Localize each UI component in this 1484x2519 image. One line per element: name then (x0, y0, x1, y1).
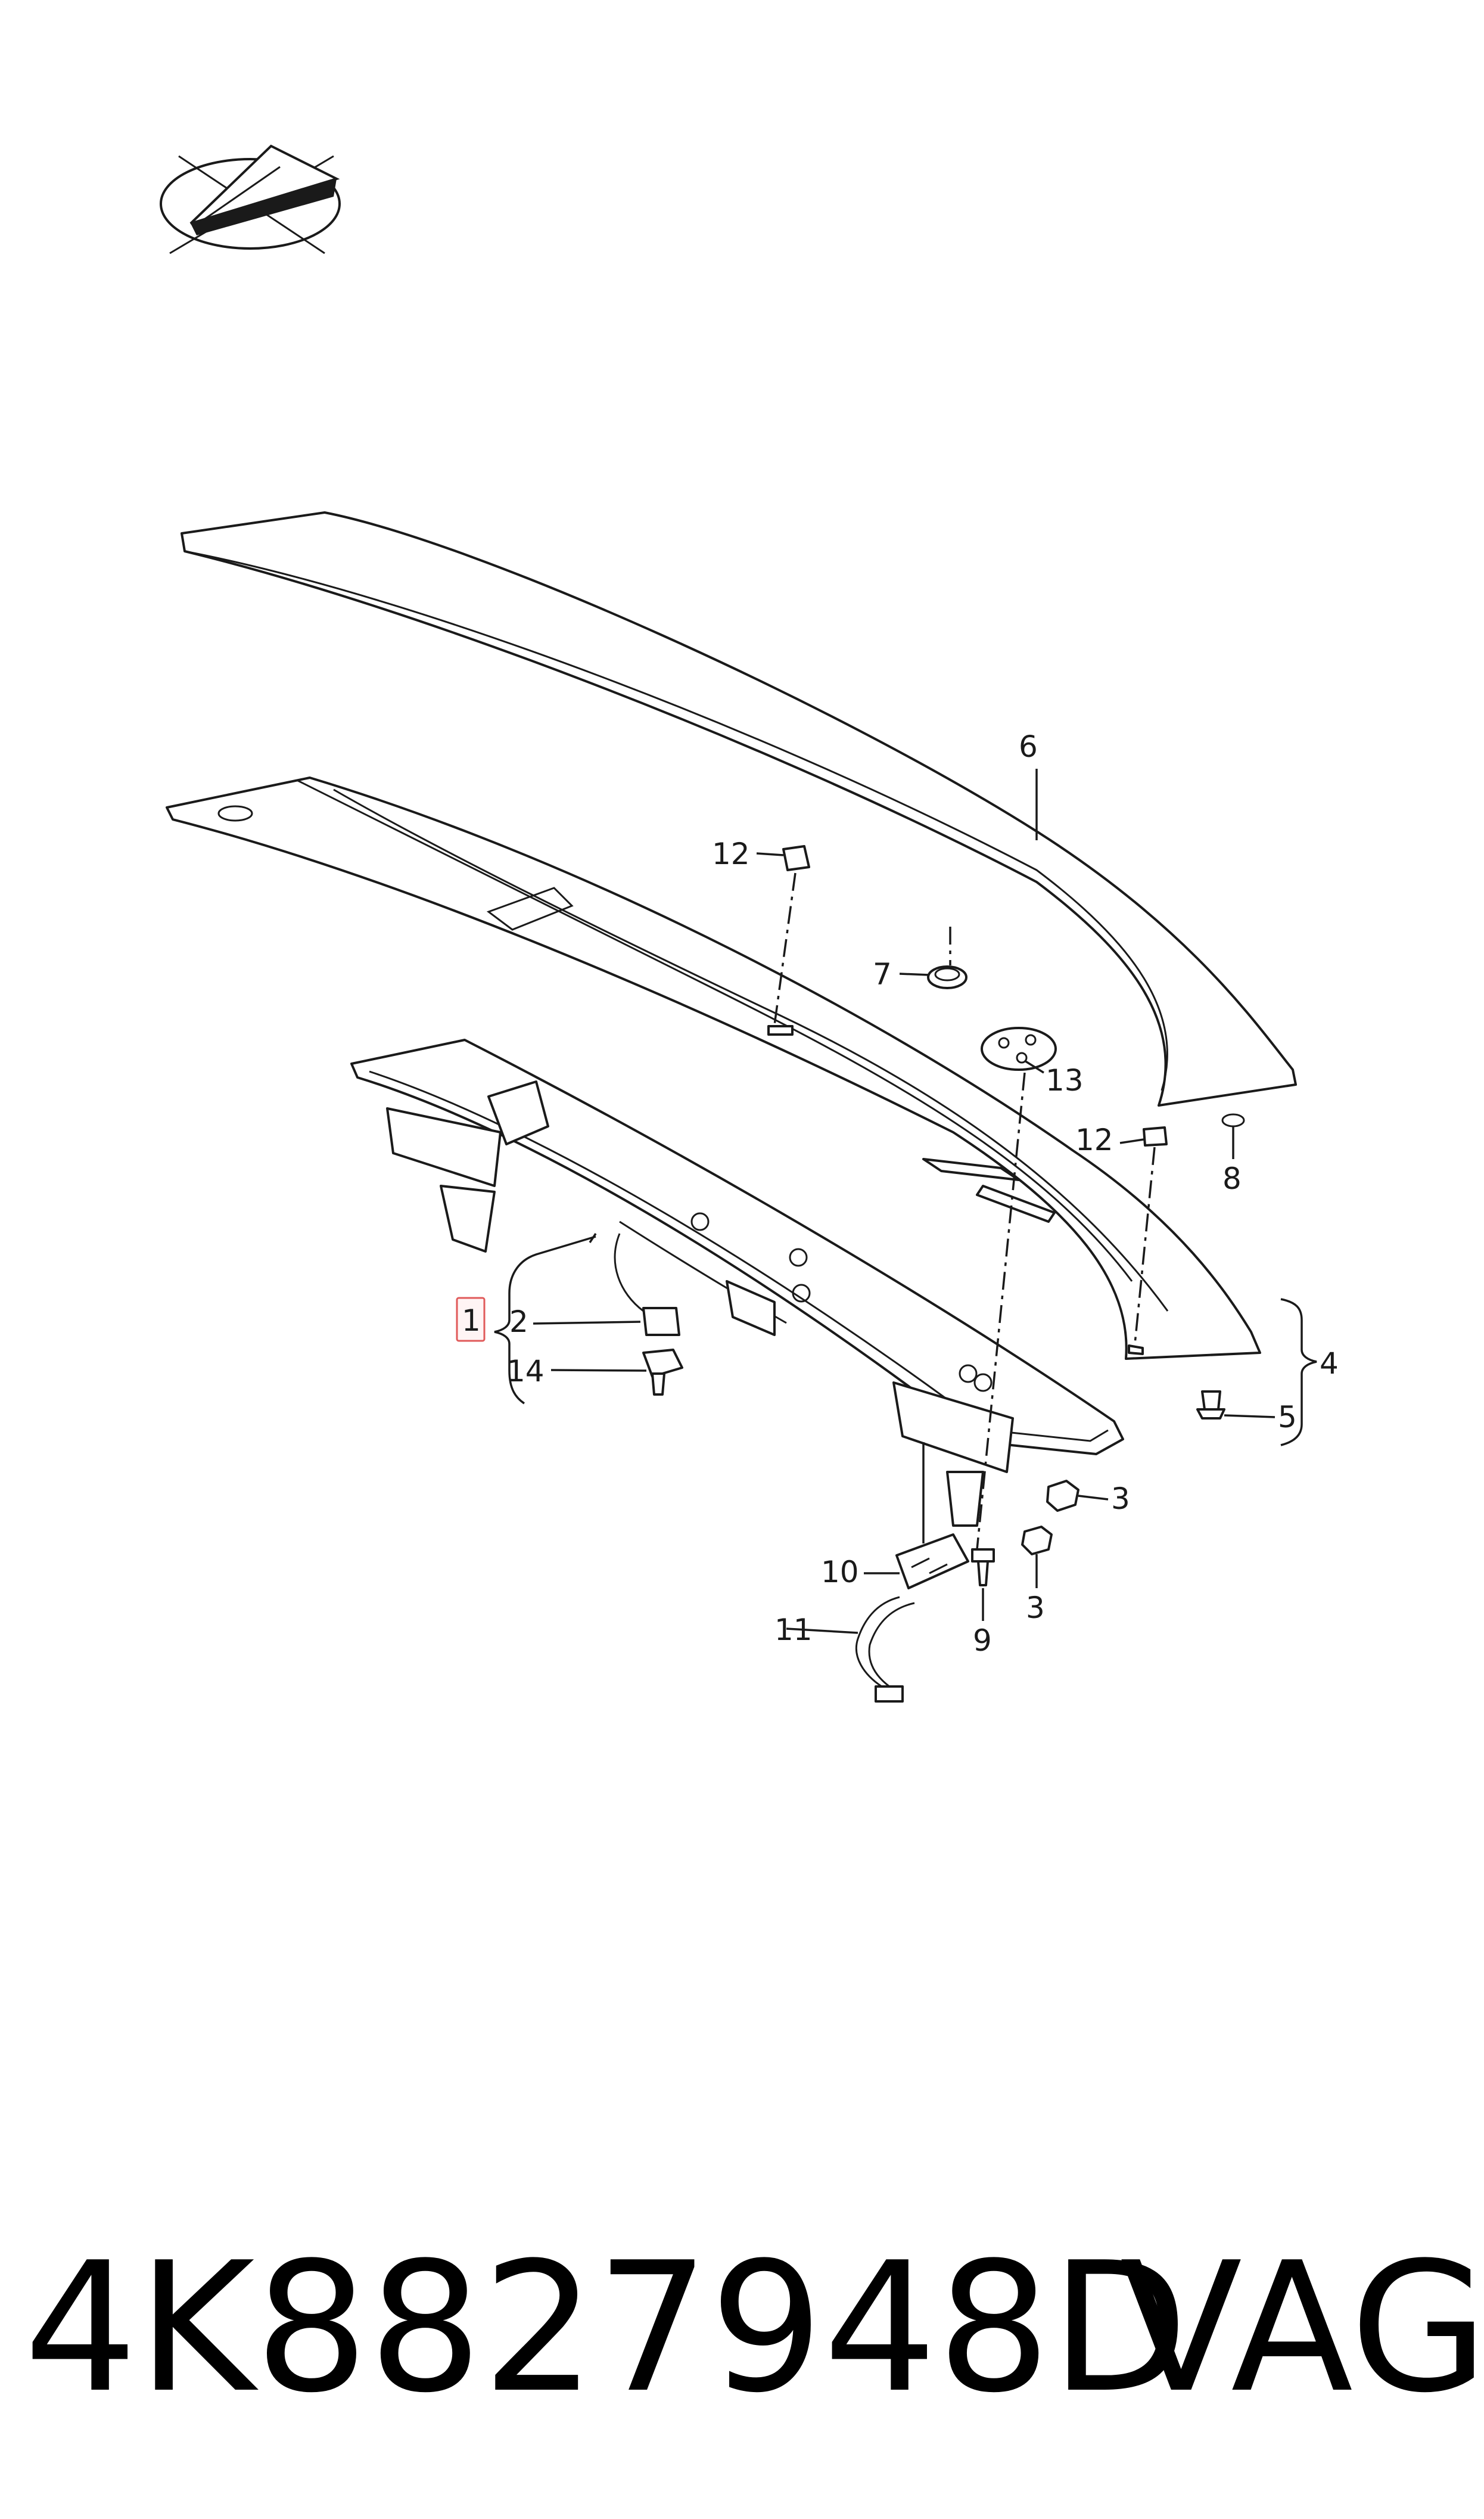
callout-3-upper: 3 (1111, 1481, 1130, 1516)
hex-nut-lower (1021, 1526, 1053, 1555)
callout-14: 14 (506, 1354, 545, 1389)
wiring-plug (895, 1533, 969, 1589)
callout-3-lower: 3 (1026, 1591, 1045, 1625)
callout-labels: 1 2 14 12 6 7 13 12 8 4 5 3 3 9 10 11 (462, 729, 1339, 1658)
group-bracket-1 (494, 1235, 596, 1405)
footer-brand: VAG (1120, 2224, 1484, 2432)
retaining-clip-upper (782, 845, 810, 871)
clip-fastener (642, 1349, 683, 1396)
group-bracket-4 (1280, 1298, 1317, 1446)
footer-part-number: 4K8827948D (24, 2224, 1189, 2432)
callout-12-upper: 12 (712, 837, 750, 871)
callout-5: 5 (1278, 1400, 1297, 1434)
spoiler-top-cover (181, 511, 1297, 1107)
callout-7: 7 (873, 957, 892, 992)
callout-10: 10 (821, 1555, 859, 1589)
washer (1221, 1113, 1245, 1128)
spoiler-lower-frame (166, 776, 1261, 1360)
hex-nut-upper (1046, 1480, 1079, 1512)
callout-1-highlight (456, 1297, 486, 1342)
seal-gasket (981, 1027, 1057, 1071)
expanding-rivet (1196, 1390, 1225, 1420)
brake-light-housing (350, 1039, 1124, 1527)
drain-hose (855, 1596, 915, 1703)
callout-9: 9 (973, 1623, 992, 1658)
callout-6: 6 (1019, 729, 1038, 764)
paper-plane-logo-icon (160, 144, 341, 254)
callout-12-lower: 12 (1075, 1123, 1113, 1157)
callout-1: 1 (462, 1303, 481, 1338)
leader-lines (533, 769, 1275, 1634)
connector-plug (614, 1233, 680, 1336)
callout-4: 4 (1320, 1346, 1339, 1381)
retaining-clip-lower (1143, 1126, 1168, 1147)
callout-8: 8 (1222, 1161, 1242, 1196)
grommet (927, 965, 967, 989)
assembly-lines (773, 872, 1156, 1550)
callout-11: 11 (774, 1613, 813, 1647)
callout-13: 13 (1046, 1063, 1084, 1098)
screw (971, 1548, 995, 1586)
callout-2: 2 (509, 1304, 528, 1339)
